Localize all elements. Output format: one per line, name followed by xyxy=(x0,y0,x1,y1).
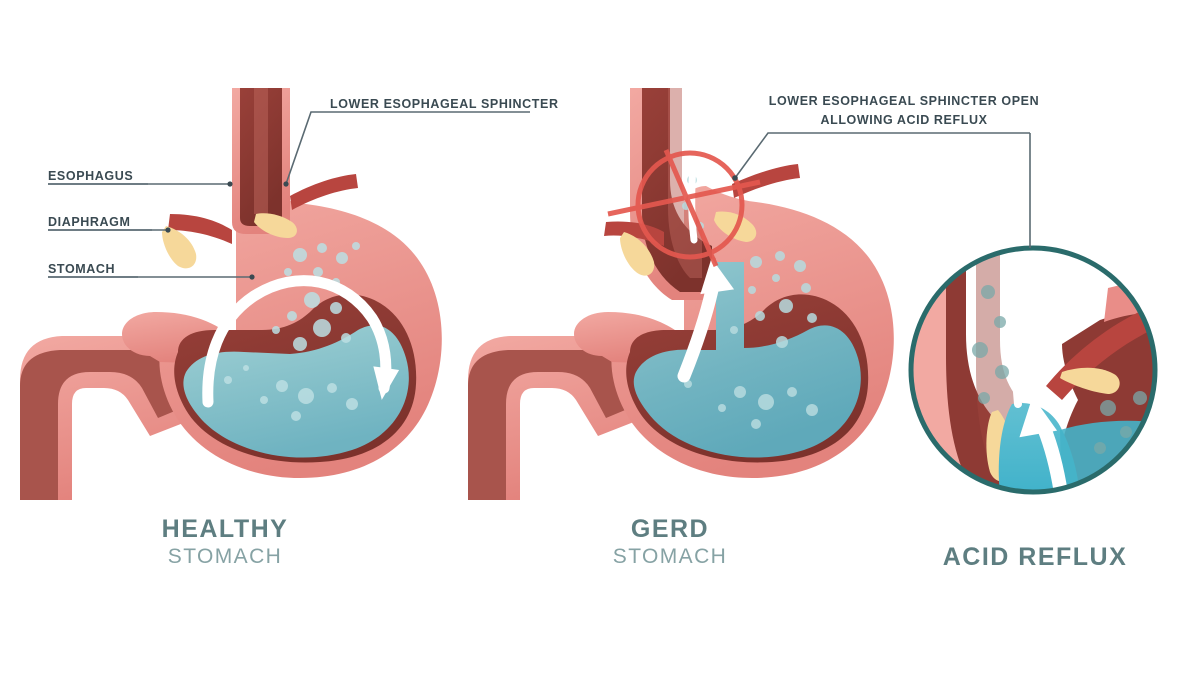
esophagus-lumen xyxy=(254,88,268,214)
digestion-flow-arrowhead xyxy=(373,366,400,400)
caption-acid-line1: ACID REFLUX xyxy=(942,543,1128,571)
caption-gerd-line1: GERD xyxy=(630,515,710,543)
gerd-fatty-tissue-lower xyxy=(620,232,655,276)
annotation-text-layer: ESOPHAGUS DIAPHRAGM STOMACH LOWER ESOPHA… xyxy=(48,94,1039,276)
fatty-tissue-upper xyxy=(254,213,297,238)
gerd-gastric-fluid xyxy=(633,262,861,458)
caption-healthy-line1: HEALTHY xyxy=(161,515,289,543)
panel-healthy-stomach xyxy=(20,88,442,500)
digestion-flow-arrow-path xyxy=(202,275,392,408)
diaphragm-leader-dot xyxy=(165,227,171,233)
detail-fatty-tissue-upper xyxy=(1060,367,1120,394)
gerd-diaphragm-right xyxy=(732,164,800,198)
gastric-bubbles xyxy=(224,242,360,421)
label-les-open-line2: ALLOWING ACID REFLUX xyxy=(820,113,987,127)
les-leader-dot xyxy=(283,181,289,187)
gerd-reflux-arrow-upper-head xyxy=(684,118,704,146)
caption-gerd-stomach: GERD STOMACH xyxy=(545,515,795,570)
detail-arrow-up-path xyxy=(1011,280,1022,408)
gerd-reflux-arrow-lower-path xyxy=(677,283,719,383)
caption-acid-reflux: ACID REFLUX xyxy=(905,543,1165,571)
detail-circle-border xyxy=(908,245,1158,495)
diaphragm-left xyxy=(168,214,232,244)
caption-gerd-line2: STOMACH xyxy=(612,545,728,568)
diaphragm-right xyxy=(290,174,358,210)
label-esophagus: ESOPHAGUS xyxy=(48,169,133,183)
gastric-fluid xyxy=(183,325,409,458)
duodenum-lumen xyxy=(20,350,206,500)
label-lower-esophageal-sphincter: LOWER ESOPHAGEAL SPHINCTER xyxy=(330,97,559,111)
gerd-highlight-ring xyxy=(607,149,761,267)
detail-arrow-up-head xyxy=(1005,252,1031,288)
stomach-leader-dot xyxy=(249,274,255,280)
detail-diaphragm-left xyxy=(911,489,958,492)
les-leader-line xyxy=(285,111,330,185)
label-les-open-line1: LOWER ESOPHAGEAL SPHINCTER OPEN xyxy=(769,94,1039,108)
annotation-layer xyxy=(48,111,1031,280)
gerd-gastric-bubbles xyxy=(682,175,818,429)
panel-gerd-stomach xyxy=(468,88,894,500)
esophagus-leader-dot xyxy=(227,181,233,187)
caption-healthy-stomach: HEALTHY STOMACH xyxy=(100,515,350,570)
label-stomach: STOMACH xyxy=(48,262,115,276)
detail-arrow-reflux-head xyxy=(1019,396,1058,438)
label-diaphragm: DIAPHRAGM xyxy=(48,215,130,229)
gerd-duodenum-lumen xyxy=(468,350,654,500)
panel-acid-reflux-detail xyxy=(908,245,1158,495)
gerd-reflux-arrow-upper-path xyxy=(688,148,698,244)
gerd-reflux-arrow-lower-head xyxy=(700,258,735,295)
les-open-leader-line xyxy=(734,132,778,179)
fatty-tissue-lower xyxy=(162,226,197,269)
caption-healthy-line2: STOMACH xyxy=(167,545,283,568)
detail-arrow-reflux-path xyxy=(1037,421,1069,492)
les-open-leader-dot xyxy=(732,175,738,181)
